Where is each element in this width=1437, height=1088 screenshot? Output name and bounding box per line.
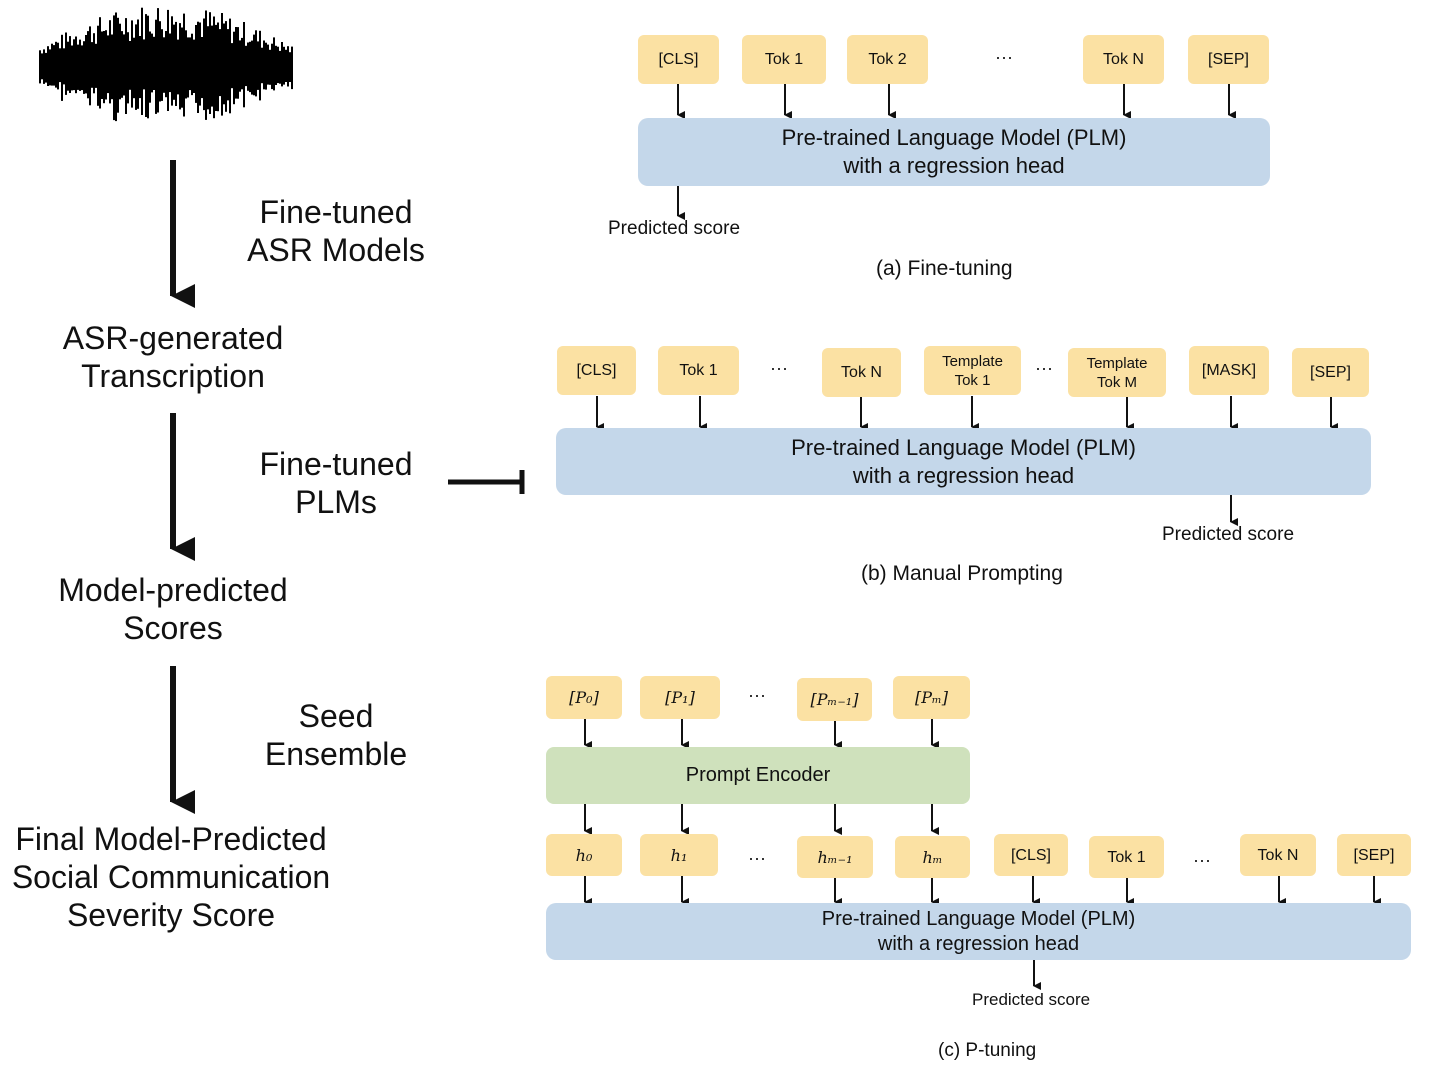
plm-subtitle: with a regression head — [843, 152, 1064, 180]
step-label-line: Seed — [236, 697, 436, 735]
node-transcription: ASR-generated Transcription — [0, 319, 346, 395]
token-cls: [CLS] — [638, 35, 719, 84]
node-scores: Model-predicted Scores — [0, 571, 346, 647]
token-tokn: Tok N — [1240, 834, 1316, 876]
token-tok2: Tok 2 — [847, 35, 928, 84]
token-sep: [SEP] — [1188, 35, 1269, 84]
ellipsis: ··· — [748, 848, 766, 869]
ellipsis: ··· — [1193, 850, 1211, 871]
plm-title: Pre-trained Language Model (PLM) — [822, 907, 1136, 932]
prompt-token-p1: [P₁] — [640, 676, 720, 719]
hidden-h0: h₀ — [546, 834, 622, 876]
token-cls: [CLS] — [557, 346, 636, 395]
plm-subtitle: with a regression head — [878, 932, 1079, 957]
step-label-asr: Fine-tuned ASR Models — [236, 193, 436, 269]
plm-box: Pre-trained Language Model (PLM) with a … — [638, 118, 1270, 186]
panel-caption: (a) Fine-tuning — [876, 257, 1013, 281]
plm-box: Pre-trained Language Model (PLM) with a … — [546, 903, 1411, 960]
step-label-line: Fine-tuned — [236, 193, 436, 231]
token-tok1: Tok 1 — [658, 346, 739, 395]
token-sep: [SEP] — [1337, 834, 1411, 876]
prompt-token-pm-1: [Pₘ₋₁] — [797, 678, 872, 721]
token-template-m: Template Tok M — [1068, 348, 1166, 397]
token-mask: [MASK] — [1189, 346, 1269, 395]
node-line: Model-predicted — [0, 571, 346, 609]
node-line: Severity Score — [0, 896, 342, 934]
hidden-h1: h₁ — [640, 834, 718, 876]
node-line: Scores — [0, 609, 346, 647]
predicted-score-label: Predicted score — [972, 990, 1090, 1010]
plm-box: Pre-trained Language Model (PLM) with a … — [556, 428, 1371, 495]
plm-subtitle: with a regression head — [853, 462, 1074, 490]
panel-caption: (b) Manual Prompting — [861, 562, 1063, 586]
token-tokn: Tok N — [1083, 35, 1164, 84]
step-label-line: Ensemble — [236, 735, 436, 773]
predicted-score-label: Predicted score — [1162, 524, 1294, 546]
prompt-token-p0: [P₀] — [546, 676, 622, 719]
prompt-encoder: Prompt Encoder — [546, 747, 970, 804]
waveform-icon — [40, 8, 292, 121]
step-label-plms: Fine-tuned PLMs — [236, 445, 436, 521]
step-label-line: PLMs — [236, 483, 436, 521]
predicted-score-label: Predicted score — [608, 218, 740, 240]
token-template-1: Template Tok 1 — [924, 346, 1021, 395]
prompt-token-pm: [Pₘ] — [893, 676, 970, 719]
token-sep: [SEP] — [1292, 348, 1369, 397]
node-line: Transcription — [0, 357, 346, 395]
node-final-score: Final Model-Predicted Social Communicati… — [0, 820, 342, 934]
node-line: Final Model-Predicted — [0, 820, 342, 858]
plm-title: Pre-trained Language Model (PLM) — [791, 434, 1136, 462]
token-tokn: Tok N — [822, 348, 901, 397]
hidden-hm: hₘ — [895, 836, 970, 878]
step-label-line: ASR Models — [236, 231, 436, 269]
node-line: Social Communication — [0, 858, 342, 896]
ellipsis: ··· — [995, 47, 1013, 68]
step-label-ensemble: Seed Ensemble — [236, 697, 436, 773]
node-line: ASR-generated — [0, 319, 346, 357]
token-tok1: Tok 1 — [742, 35, 826, 84]
ellipsis: ··· — [1035, 358, 1053, 379]
token-cls: [CLS] — [994, 834, 1068, 876]
hidden-hm-1: hₘ₋₁ — [797, 836, 873, 878]
ellipsis: ··· — [770, 358, 788, 379]
token-tok1: Tok 1 — [1089, 836, 1164, 878]
panel-caption: (c) P-tuning — [938, 1040, 1036, 1062]
plm-title: Pre-trained Language Model (PLM) — [782, 124, 1127, 152]
step-label-line: Fine-tuned — [236, 445, 436, 483]
ellipsis: ··· — [748, 685, 766, 706]
